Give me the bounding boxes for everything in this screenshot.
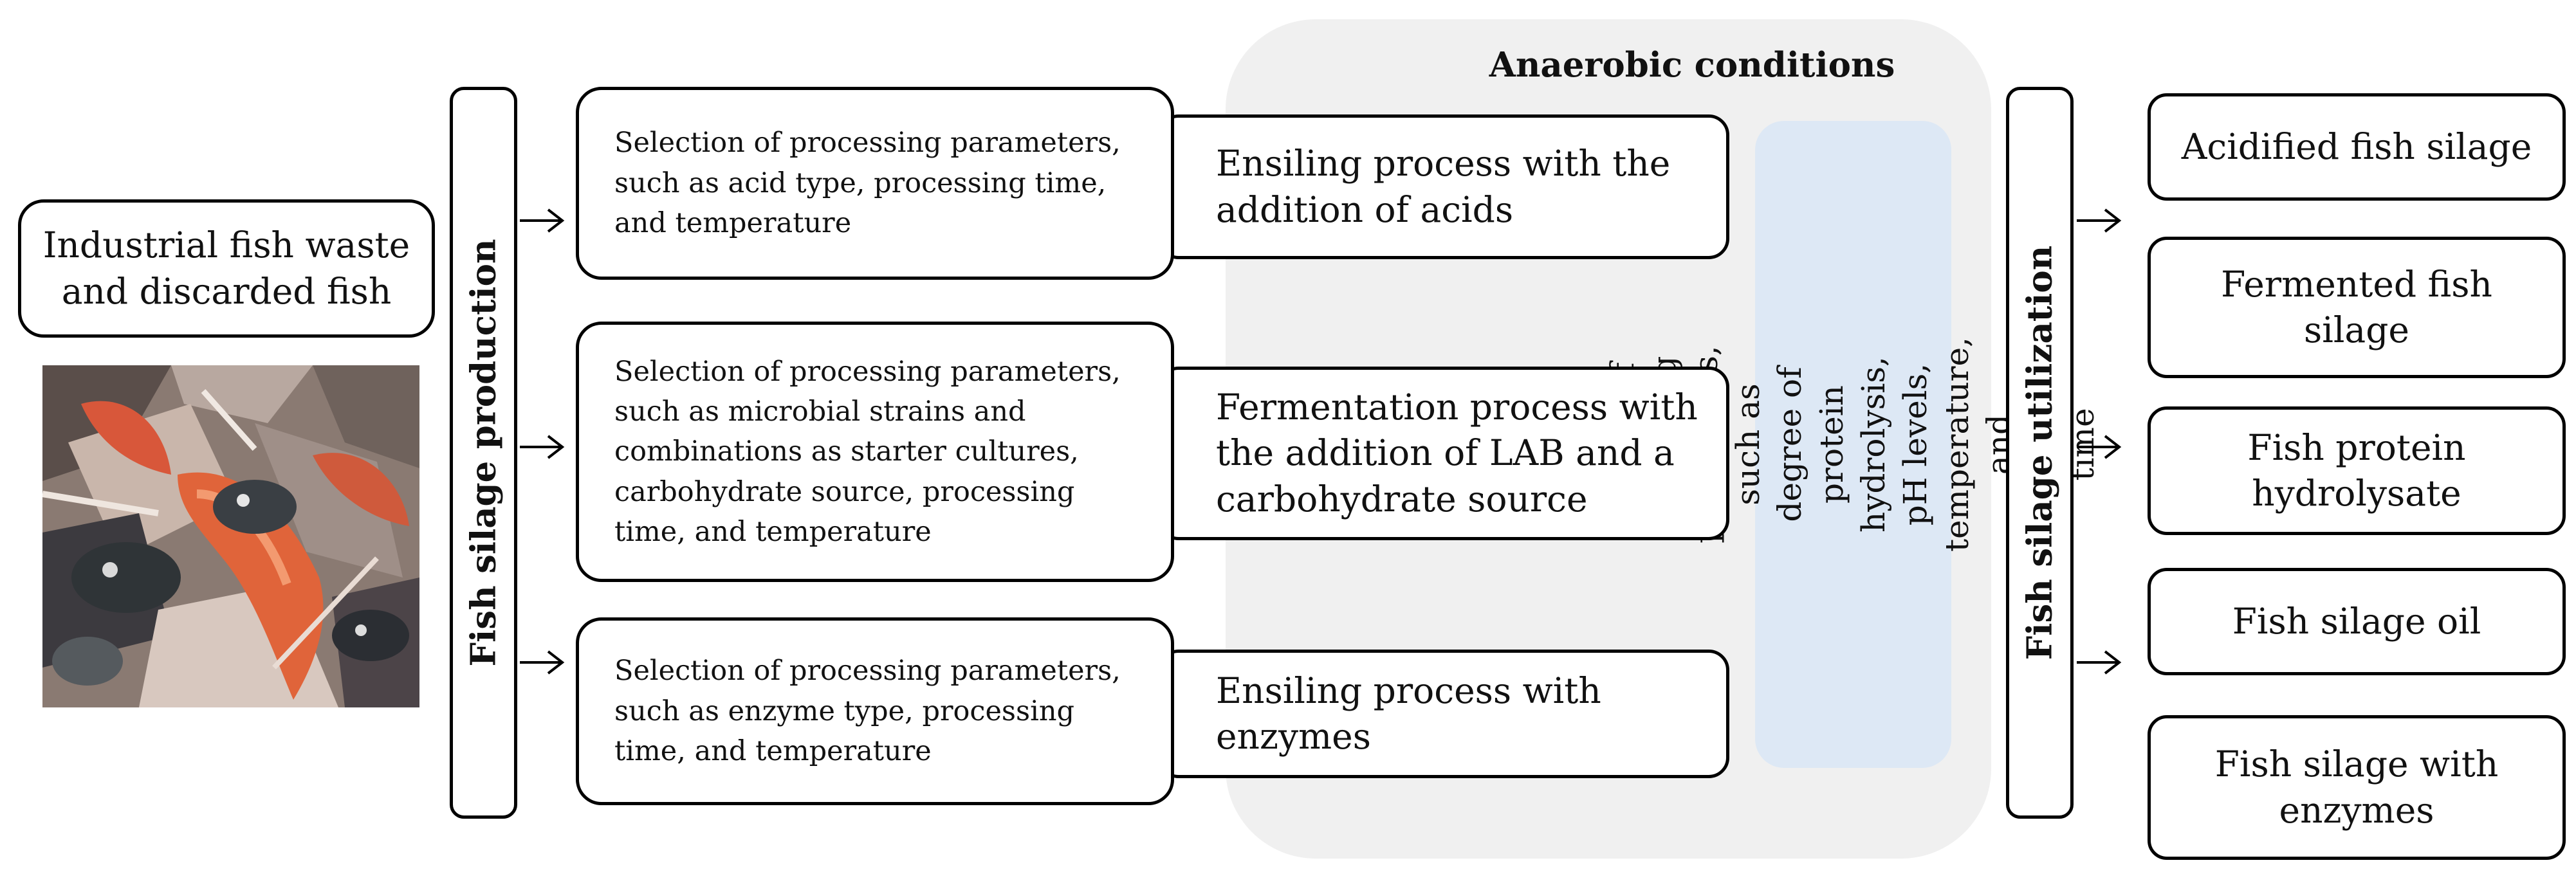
output-fish-silage-oil: Fish silage oil bbox=[2148, 568, 2566, 675]
input-box: Industrial fish waste and discarded fish bbox=[18, 199, 435, 338]
fish-waste-illustration bbox=[42, 365, 419, 707]
production-box bbox=[450, 87, 517, 819]
parameters-box-enzymes: Selection of processing parameters, such… bbox=[576, 617, 1174, 805]
process-box-enzymes: Ensiling process with enzymes bbox=[1158, 650, 1729, 778]
output-acidified-fish-silage: Acidified fish silage bbox=[2148, 93, 2566, 201]
output-fermented-fish-silage: Fermented fish silage bbox=[2148, 237, 2566, 378]
parameters-box-fermentation: Selection of processing parameters, such… bbox=[576, 322, 1174, 582]
utilization-box bbox=[2006, 87, 2074, 819]
fish-waste-photo bbox=[42, 365, 419, 707]
parameters-box-acids: Selection of processing parameters, such… bbox=[576, 87, 1174, 280]
control-parameters-region bbox=[1755, 121, 1951, 768]
output-fish-silage-with-enzymes: Fish silage with enzymes bbox=[2148, 715, 2566, 860]
process-box-fermentation: Fermentation process with the addition o… bbox=[1158, 367, 1729, 540]
anaerobic-title: Anaerobic conditions bbox=[1489, 45, 1895, 85]
output-fish-protein-hydrolysate: Fish protein hydrolysate bbox=[2148, 406, 2566, 535]
process-box-acids: Ensiling process with the addition of ac… bbox=[1158, 114, 1729, 259]
